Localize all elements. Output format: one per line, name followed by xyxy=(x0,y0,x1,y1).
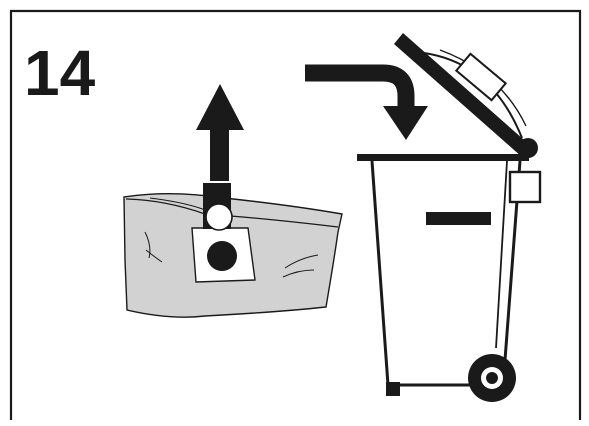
bin-hinge xyxy=(518,138,538,158)
bin-body xyxy=(370,160,522,387)
bin-wheel xyxy=(468,354,516,402)
bin-rim xyxy=(357,154,529,161)
bin-label-bar xyxy=(426,212,491,225)
bin-lid xyxy=(394,33,538,158)
bin-foot xyxy=(386,382,400,396)
dust-bag-icon xyxy=(123,183,343,318)
wheeled-trash-bin-icon xyxy=(357,33,542,402)
up-arrow-icon xyxy=(196,84,244,181)
bent-down-arrow-icon xyxy=(305,64,428,140)
dust-bag-opening xyxy=(207,241,237,271)
bin-side-handle xyxy=(508,170,542,204)
dust-bag-right-crease xyxy=(282,254,319,278)
dust-bag-closure-ring xyxy=(205,203,233,231)
bin-body-inner-edge xyxy=(495,160,508,349)
step-number: 14 xyxy=(24,37,96,109)
dust-bag-left-crease xyxy=(144,231,163,263)
panel-frame xyxy=(9,9,582,420)
bin-lid-handle xyxy=(454,52,508,102)
